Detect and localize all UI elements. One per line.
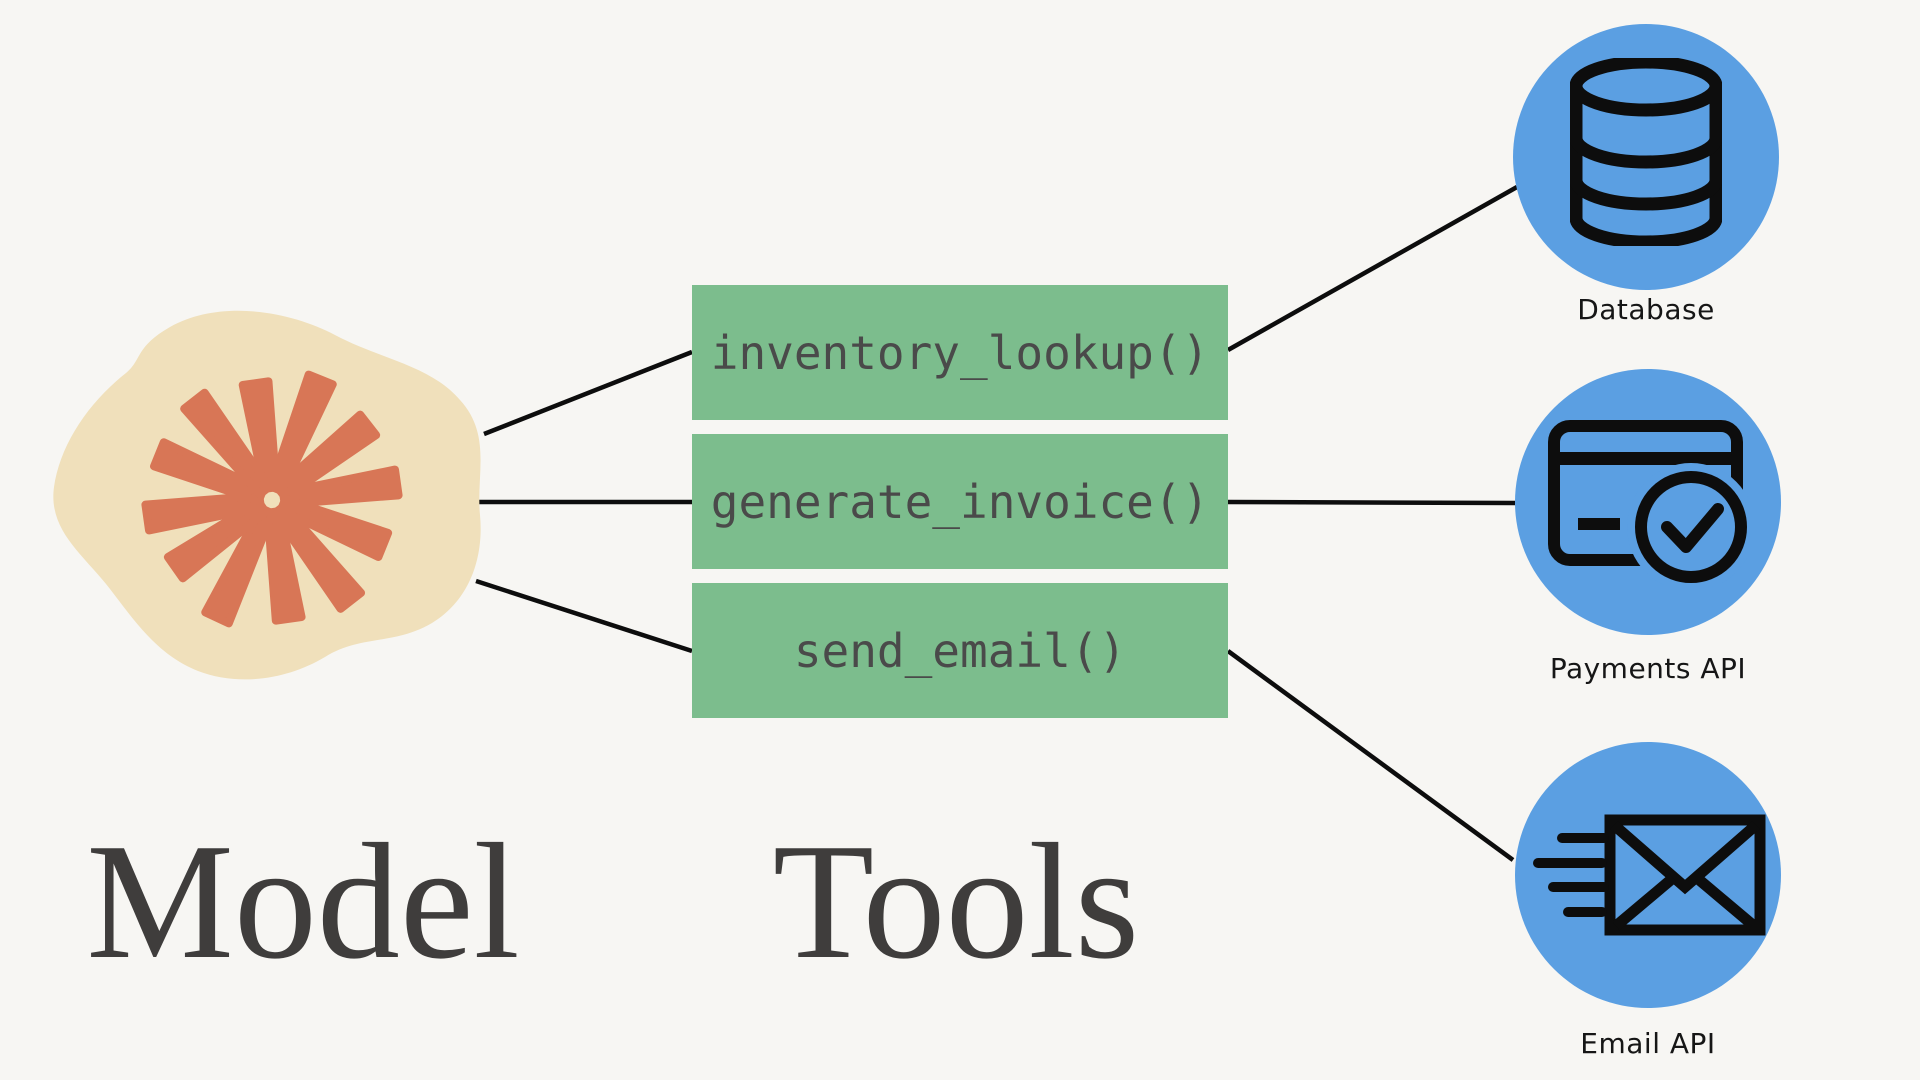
tool-box-inventory-lookup: inventory_lookup() (692, 285, 1228, 420)
payments-card-check-icon (1548, 420, 1748, 585)
service-label-email-api: Email API (1580, 1027, 1716, 1060)
service-label-payments-api: Payments API (1549, 652, 1747, 685)
email-send-icon (1533, 814, 1766, 936)
connector-model-send-email (475, 578, 693, 654)
database-icon (1570, 58, 1722, 246)
tool-function-label: generate_invoice() (710, 474, 1210, 529)
service-label-database: Database (1577, 293, 1715, 326)
model-starburst-icon (141, 370, 403, 628)
model-blob (53, 310, 481, 680)
tools-title: Tools (772, 809, 1140, 993)
service-circle-email-api (1515, 742, 1781, 1008)
service-circle-payments-api (1515, 369, 1781, 635)
tool-box-generate-invoice: generate_invoice() (692, 434, 1228, 569)
starburst-ray (180, 388, 274, 499)
connector-generate-invoice-payments-api (1227, 499, 1516, 506)
model-blob-shape (53, 310, 481, 680)
connector-send-email-email-api (1226, 649, 1515, 862)
model-title: Model (86, 809, 520, 993)
service-circle-database (1513, 24, 1779, 290)
tool-box-send-email: send_email() (692, 583, 1228, 718)
connector-model-inventory-lookup (483, 349, 693, 437)
connector-inventory-lookup-database (1226, 185, 1519, 352)
tool-function-label: send_email() (793, 623, 1127, 678)
tool-function-label: inventory_lookup() (710, 325, 1210, 380)
